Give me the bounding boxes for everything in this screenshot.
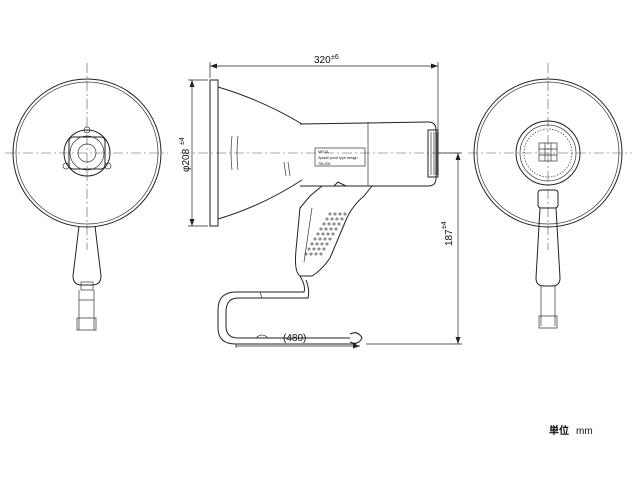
product-label-line1: MEGA bbox=[318, 150, 329, 154]
grip-dot bbox=[312, 247, 316, 251]
diameter-tolerance: ±4 bbox=[179, 137, 186, 145]
height-value: 187 bbox=[444, 229, 455, 246]
grip-dot bbox=[343, 212, 347, 216]
grip-dot bbox=[326, 232, 330, 236]
diameter-value: φ208 bbox=[181, 148, 192, 172]
unit-note: 単位 mm bbox=[549, 424, 593, 437]
height-dimension: 187 ±4 bbox=[366, 152, 462, 345]
unit-note-label: 単位 bbox=[549, 424, 569, 437]
grip-dot bbox=[335, 217, 339, 221]
side-view: MEGA Splash proof type design TM-205 bbox=[180, 79, 462, 345]
grip-dot bbox=[304, 252, 308, 256]
grip-dot bbox=[324, 227, 328, 231]
unit-note-unit: mm bbox=[576, 426, 593, 437]
grip-dot bbox=[329, 227, 333, 231]
grip-dot bbox=[325, 217, 329, 221]
width-dimension: 320 ±6 bbox=[209, 54, 439, 130]
grip-dot bbox=[316, 232, 320, 236]
product-label-line2: Splash proof type design bbox=[318, 156, 358, 160]
grip-dot bbox=[334, 227, 338, 231]
height-tolerance: ±4 bbox=[441, 221, 448, 229]
grip-dot bbox=[328, 237, 332, 241]
grip-dot bbox=[321, 232, 325, 236]
grip-dot bbox=[307, 247, 311, 251]
grip-dot bbox=[338, 212, 342, 216]
grip-dot bbox=[333, 212, 337, 216]
grip-dot bbox=[318, 237, 322, 241]
cord-dimension: (480) bbox=[235, 333, 360, 349]
rear-grille-ribs bbox=[430, 132, 438, 175]
grip-dot bbox=[322, 247, 326, 251]
product-label-line3: TM-205 bbox=[318, 162, 330, 166]
width-value: 320 bbox=[314, 55, 331, 66]
grip-dot bbox=[337, 222, 341, 226]
grip-dot bbox=[327, 222, 331, 226]
grip-dot bbox=[320, 242, 324, 246]
grip-dot bbox=[332, 222, 336, 226]
grip-dot bbox=[319, 252, 323, 256]
grip-dot bbox=[325, 242, 329, 246]
grip-dot bbox=[323, 237, 327, 241]
grip-dot bbox=[317, 247, 321, 251]
grip-texture bbox=[304, 212, 347, 256]
front-view bbox=[5, 63, 168, 331]
grip-dot bbox=[340, 217, 344, 221]
rear-view bbox=[468, 63, 632, 329]
grip-dot bbox=[331, 232, 335, 236]
rear-center-grid bbox=[539, 143, 557, 161]
grip-dot bbox=[310, 242, 314, 246]
grip-dot bbox=[313, 237, 317, 241]
grip-dot bbox=[315, 242, 319, 246]
grip-dot bbox=[322, 222, 326, 226]
grip-dot bbox=[314, 252, 318, 256]
grip-dot bbox=[319, 227, 323, 231]
diameter-dimension: φ208 ±4 bbox=[179, 79, 208, 227]
grip-dot bbox=[330, 217, 334, 221]
width-tolerance: ±6 bbox=[331, 54, 339, 61]
cord-value: (480) bbox=[283, 333, 306, 344]
grip-dot bbox=[309, 252, 313, 256]
grip-dot bbox=[328, 212, 332, 216]
